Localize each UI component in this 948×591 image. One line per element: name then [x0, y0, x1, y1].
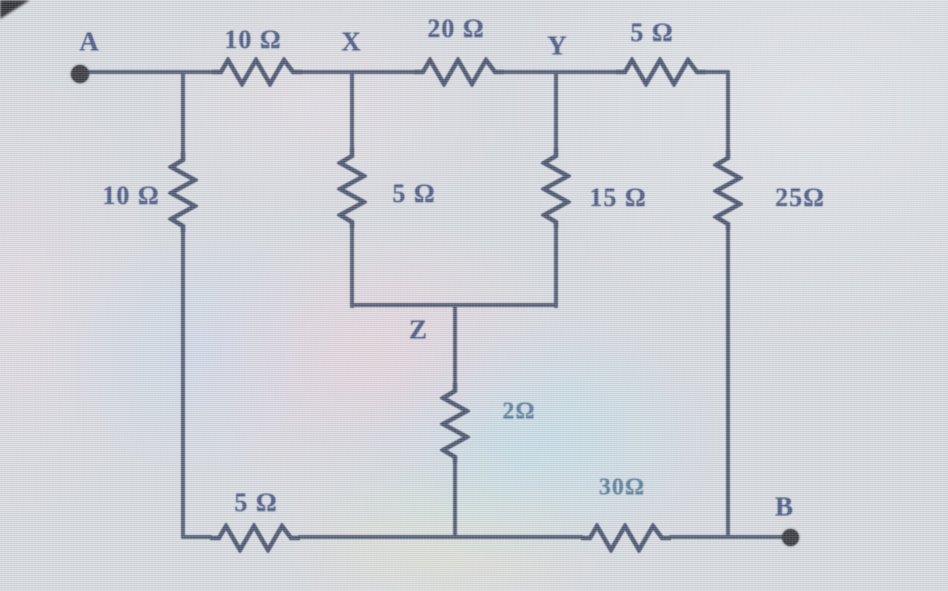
resistor-15ohm-below-y: [541, 148, 571, 228]
terminal-dot-b: [782, 529, 799, 546]
wire-y-branch-lower: [554, 226, 558, 308]
wire-z-branch-upper: [453, 305, 457, 385]
wire-bottom-right-seg: [669, 535, 791, 539]
value-label-15ohm-below-y: 15 Ω: [589, 183, 647, 212]
node-label-z: Z: [408, 314, 428, 345]
resistor-20ohm-top: [414, 57, 504, 87]
value-label-10ohm-top: 10 Ω: [224, 25, 282, 54]
wire-top-corner-seg: [704, 70, 730, 74]
resistor-10ohm-top: [212, 57, 302, 87]
wire-x-branch-lower: [350, 226, 354, 308]
value-label-25ohm-right: 25Ω: [775, 183, 825, 212]
resistor-5ohm-bottom: [210, 523, 300, 553]
node-label-a: A: [79, 26, 99, 57]
wire-z-branch-lower: [453, 461, 457, 538]
resistor-2ohm-below-z: [440, 383, 470, 463]
resistor-10ohm-left: [168, 152, 198, 232]
node-label-x: X: [341, 26, 361, 57]
wire-x-branch-upper: [350, 72, 354, 150]
resistor-5ohm-below-x: [337, 148, 367, 228]
terminal-dot-a: [71, 65, 89, 83]
value-label-10ohm-left: 10 Ω: [102, 181, 160, 210]
wire-top-a-seg: [80, 70, 214, 74]
wire-right-branch-lower: [726, 228, 730, 538]
resistor-25ohm-right: [713, 150, 743, 230]
wire-y-branch-upper: [554, 72, 558, 150]
value-label-30ohm-bottom: 30Ω: [598, 474, 646, 501]
wire-left-branch-upper: [181, 72, 185, 154]
value-label-5ohm-bottom: 5 Ω: [234, 488, 278, 517]
node-label-b: B: [774, 491, 794, 522]
resistor-30ohm-bottom: [581, 523, 671, 553]
wire-top-y-seg: [502, 70, 618, 74]
value-label-20ohm-top: 20 Ω: [427, 14, 485, 43]
photo-corner-smudge: [0, 0, 30, 19]
resistor-5ohm-top: [616, 57, 706, 87]
wire-right-branch-upper: [726, 72, 730, 152]
value-label-5ohm-below-x: 5 Ω: [392, 179, 436, 208]
value-label-2ohm-below-z: 2Ω: [502, 398, 536, 425]
wire-bottom-left-seg: [181, 535, 212, 539]
wire-bottom-middle-seg: [298, 535, 583, 539]
wire-top-x-seg: [300, 70, 416, 74]
node-label-y: Y: [547, 30, 567, 61]
value-label-5ohm-top: 5 Ω: [630, 18, 674, 47]
wire-left-branch-lower: [181, 230, 185, 538]
